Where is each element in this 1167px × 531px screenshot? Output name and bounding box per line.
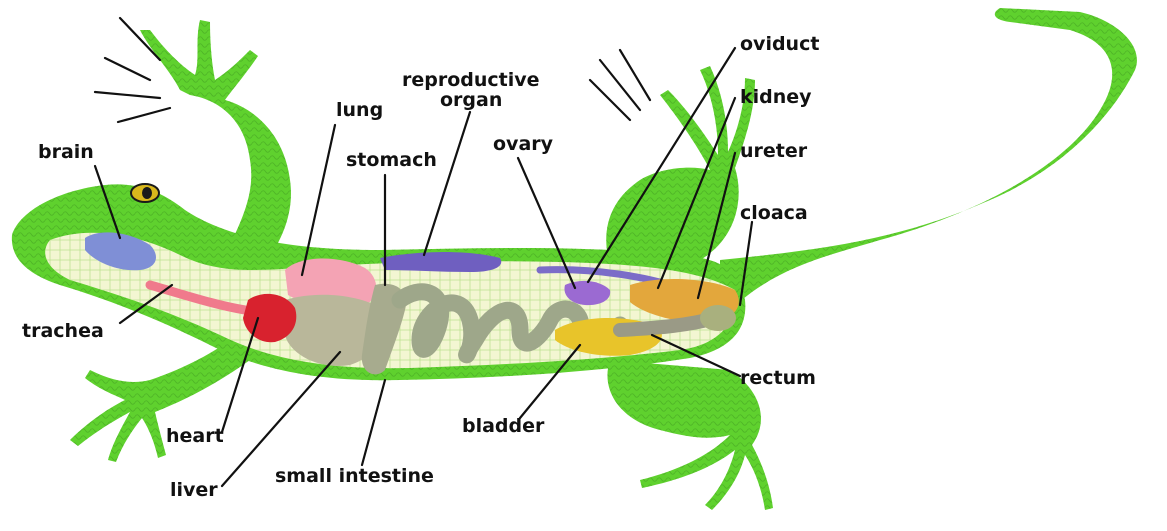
label-stomach: stomach [346,149,437,171]
reproductive-organ-organ [380,252,501,272]
label-ureter: ureter [740,140,808,162]
hind-left-leg [590,50,755,265]
label-lung: lung [336,99,383,121]
label-small-intestine: small intestine [275,465,434,487]
label-organ: organ [440,89,502,111]
label-oviduct: oviduct [740,33,819,55]
label-ovary: ovary [493,133,554,155]
label-bladder: bladder [462,415,545,437]
label-liver: liver [170,479,218,501]
label-brain: brain [38,141,94,163]
front-left-toes [95,18,170,122]
small-intestine-leader [362,380,385,465]
label-rectum: rectum [740,367,816,389]
label-kidney: kidney [740,86,812,108]
reproductive-organ-leader [424,112,470,255]
label-trachea: trachea [22,320,104,342]
cloaca-organ [700,305,736,331]
label-heart: heart [166,425,224,447]
label-cloaca: cloaca [740,202,808,224]
hind-left-toes [590,50,650,120]
label-reproductive: reproductive [402,69,540,91]
pupil [142,187,152,199]
